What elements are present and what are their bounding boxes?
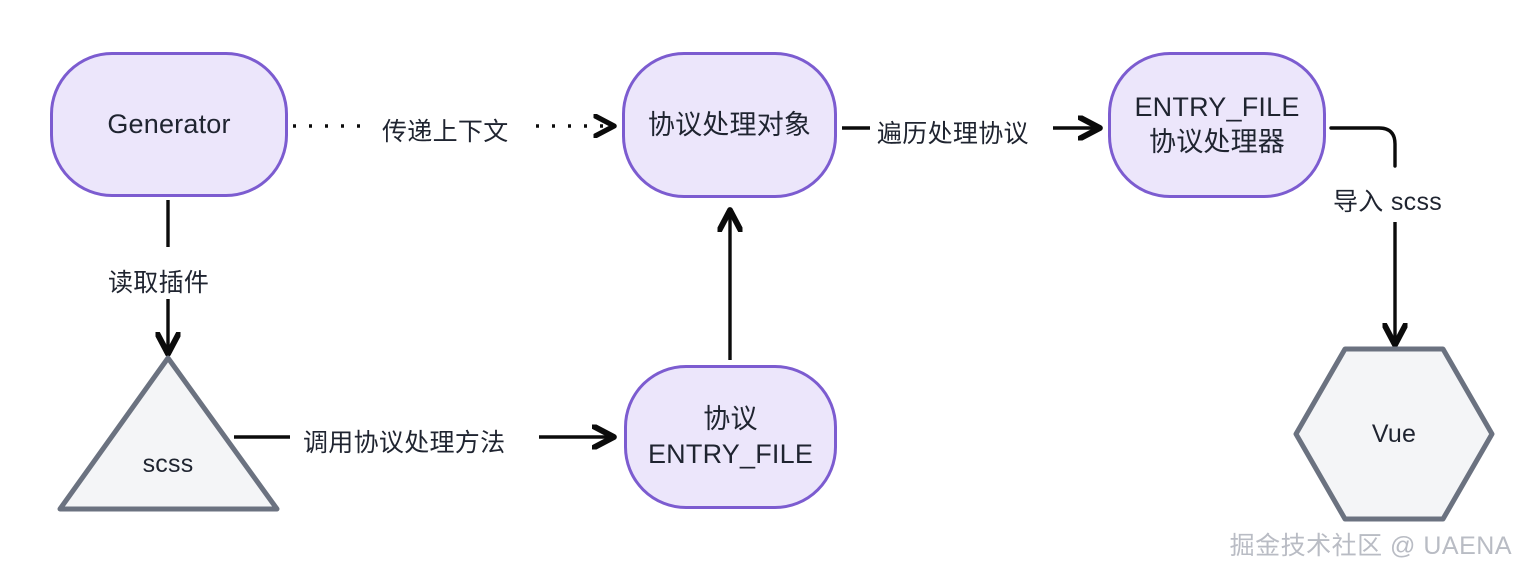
node-protocol-entry-file[interactable]: 协议 ENTRY_FILE bbox=[624, 365, 837, 509]
watermark: 掘金技术社区 @ UAENA bbox=[1229, 532, 1512, 560]
edge-label-traverse-protocol: 遍历处理协议 bbox=[874, 114, 1032, 150]
node-protocol-object-label: 协议处理对象 bbox=[647, 109, 812, 140]
node-vue-label: Vue bbox=[1371, 420, 1417, 448]
node-protocol-object[interactable]: 协议处理对象 bbox=[622, 52, 837, 198]
node-scss-label: scss bbox=[142, 450, 194, 478]
node-scss-shape[interactable] bbox=[57, 355, 280, 512]
edge-label-call-protocol-method: 调用协议处理方法 bbox=[300, 423, 509, 459]
node-generator-label: Generator bbox=[107, 109, 231, 140]
node-vue[interactable]: Vue bbox=[1334, 415, 1454, 453]
edge-label-pass-context: 传递上下文 bbox=[379, 112, 512, 148]
edge-import-scss bbox=[1329, 126, 1395, 343]
node-entry-file-handler-label: ENTRY_FILE 协议处理器 bbox=[1134, 92, 1300, 157]
node-entry-file-handler[interactable]: ENTRY_FILE 协议处理器 bbox=[1108, 52, 1326, 198]
edge-label-import-scss: 导入 scss bbox=[1330, 182, 1446, 218]
node-scss[interactable]: scss bbox=[108, 445, 228, 483]
node-protocol-entry-file-label: 协议 ENTRY_FILE bbox=[647, 404, 814, 469]
edge-label-read-plugin: 读取插件 bbox=[105, 263, 213, 299]
node-generator[interactable]: Generator bbox=[50, 52, 288, 197]
node-vue-shape[interactable] bbox=[1293, 346, 1495, 522]
